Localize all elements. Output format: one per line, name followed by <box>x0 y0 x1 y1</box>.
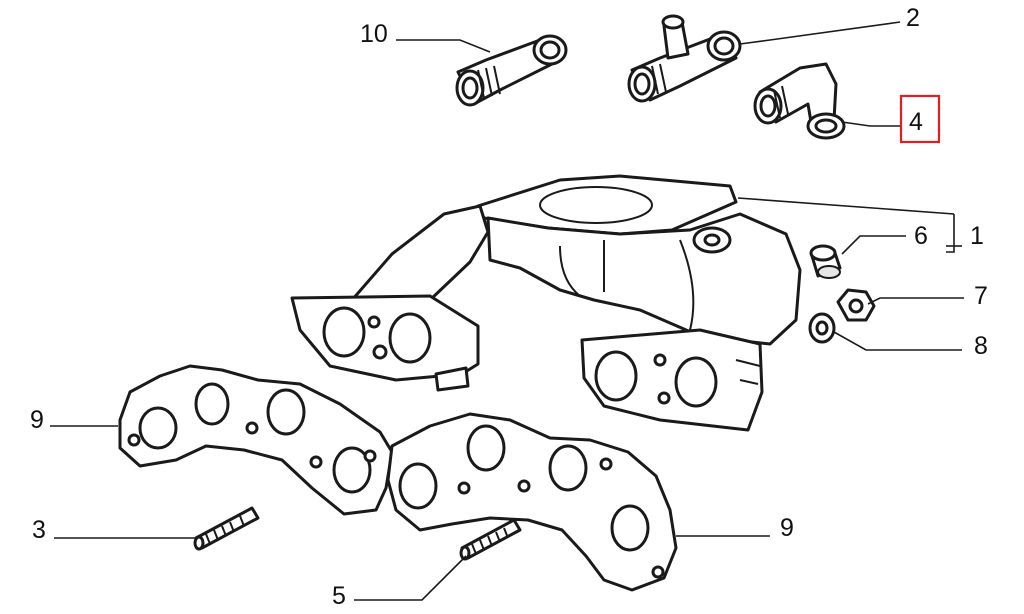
callout-4[interactable]: 4 <box>899 94 941 144</box>
callout-9-right[interactable]: 9 <box>780 514 794 542</box>
callout-4-label: 4 <box>909 108 923 136</box>
part-7-nut <box>836 288 876 322</box>
callout-7-label: 7 <box>974 282 988 310</box>
part-10-union-fitting <box>455 34 568 107</box>
callout-5-label: 5 <box>332 582 346 610</box>
callout-8-label: 8 <box>974 332 988 360</box>
part-8-washer <box>808 312 836 344</box>
callout-10[interactable]: 10 <box>360 20 388 48</box>
callout-9-right-label: 9 <box>780 514 794 542</box>
part-3-stud <box>193 506 260 551</box>
callout-7[interactable]: 7 <box>974 282 988 310</box>
part-2-tee-fitting <box>627 14 742 103</box>
callout-3[interactable]: 3 <box>32 516 46 544</box>
callout-1[interactable]: 1 <box>970 222 984 250</box>
callout-9-left-label: 9 <box>30 406 44 434</box>
callout-1-label: 1 <box>970 222 984 250</box>
callout-5[interactable]: 5 <box>332 582 346 610</box>
callout-2[interactable]: 2 <box>906 4 920 32</box>
callout-6[interactable]: 6 <box>914 222 928 250</box>
part-6-plug <box>809 244 842 279</box>
part-1-intake-manifold <box>290 174 802 432</box>
part-5-stud <box>459 518 522 561</box>
callout-3-label: 3 <box>32 516 46 544</box>
callout-9-left[interactable]: 9 <box>30 406 44 434</box>
leader-lines <box>50 21 964 601</box>
callout-2-label: 2 <box>906 4 920 32</box>
callout-4-highlight-box <box>899 94 941 144</box>
part-4-elbow-fitting <box>753 62 846 140</box>
callout-8[interactable]: 8 <box>974 332 988 360</box>
part-9-gasket <box>118 364 678 592</box>
callout-10-label: 10 <box>360 20 388 48</box>
callout-6-label: 6 <box>914 222 928 250</box>
